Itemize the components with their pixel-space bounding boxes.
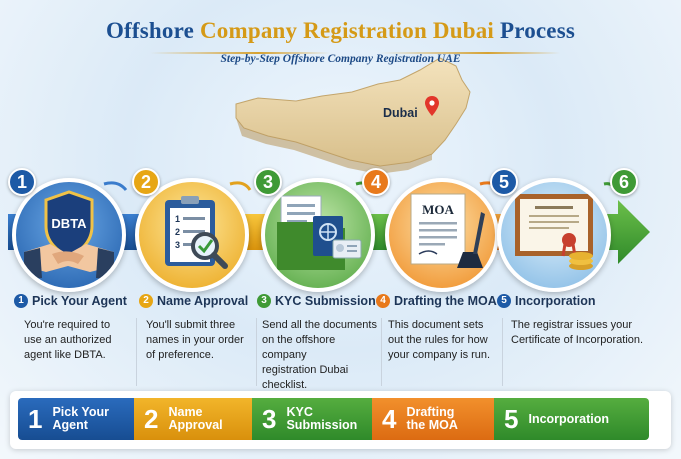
list-number-1: 1 [175,214,180,224]
step-2-circle: 1 2 3 [135,178,249,292]
step-3-mini-badge: 3 [257,294,271,308]
step-3-description: Send all the documents on the offshore c… [262,319,377,391]
summary-step-5: 5 Incorporation [494,398,649,440]
step-1-mini-badge: 1 [14,294,28,308]
summary-step-5-label: Incorporation [528,411,610,426]
step-badge-3: 3 [254,168,282,196]
page-subtitle: Step-by-Step Offshore Company Registrati… [220,53,461,65]
column-divider [136,318,137,386]
step-5-circle [497,178,611,292]
title-part-3: Process [494,18,576,43]
step-4-circle: MOA [385,178,499,292]
step-5-description: The registrar issues your Certificate of… [511,319,644,346]
step-4-mini-badge: 4 [376,294,390,308]
summary-step-4-number: 4 [382,403,397,434]
step-badge-5: 5 [490,168,518,196]
certificate-icon [515,194,593,270]
step-badge-1: 1 [8,168,36,196]
step-4-description: This document sets out the rules for how… [388,319,491,361]
step-3-circle [261,178,375,292]
column-divider [502,318,503,386]
moa-doc-title: MOA [422,202,454,217]
step-1-heading: 1 Pick Your Agent [14,294,127,308]
step-1-description: You're required to use an authorized age… [24,319,112,361]
documents-passport-icon [277,195,362,270]
step-3-heading: 3 KYC Submission [257,294,376,308]
step-badge-4: 4 [362,168,390,196]
title-part-2: Company Registration Dubai [199,18,494,43]
summary-step-5-number: 5 [504,403,519,434]
step-5-title: Incorporation [515,294,596,308]
list-number-3: 3 [175,240,180,250]
step-1-circle: DBTA [12,178,126,292]
step-4-heading: 4 Drafting the MOA [376,294,497,308]
step-badge-2: 2 [132,168,160,196]
step-3-title: KYC Submission [275,294,376,308]
step-2-heading: 2 Name Approval [139,294,248,308]
step-4-title: Drafting the MOA [394,294,497,308]
step-5-mini-badge: 5 [497,294,511,308]
page-title: Offshore Company Registration Dubai Proc… [0,18,681,44]
column-divider [381,318,382,386]
title-rule-right [380,52,560,54]
column-divider [256,318,257,386]
page-header: Offshore Company Registration Dubai Proc… [0,18,681,65]
shield-text: DBTA [51,216,87,231]
handshake-shield-icon: DBTA [24,190,114,280]
step-2-description: You'll submit three names in your order … [146,319,244,361]
location-pin-icon [425,96,439,116]
summary-step-2-number: 2 [144,403,159,434]
summary-step-3-number: 3 [262,403,277,434]
step-5-heading: 5 Incorporation [497,294,596,308]
step-badge-6: 6 [610,168,638,196]
title-part-1: Offshore [105,18,200,43]
step-2-title: Name Approval [157,294,249,308]
clipboard-search-icon: 1 2 3 [165,196,228,269]
map-label-dubai: Dubai [383,106,418,120]
step-1-title: Pick Your Agent [32,294,127,308]
moa-document-quill-icon: MOA [410,193,485,268]
title-rule-left [150,52,330,54]
summary-step-1-number: 1 [28,403,43,434]
list-number-2: 2 [175,227,180,237]
step-2-mini-badge: 2 [139,294,153,308]
